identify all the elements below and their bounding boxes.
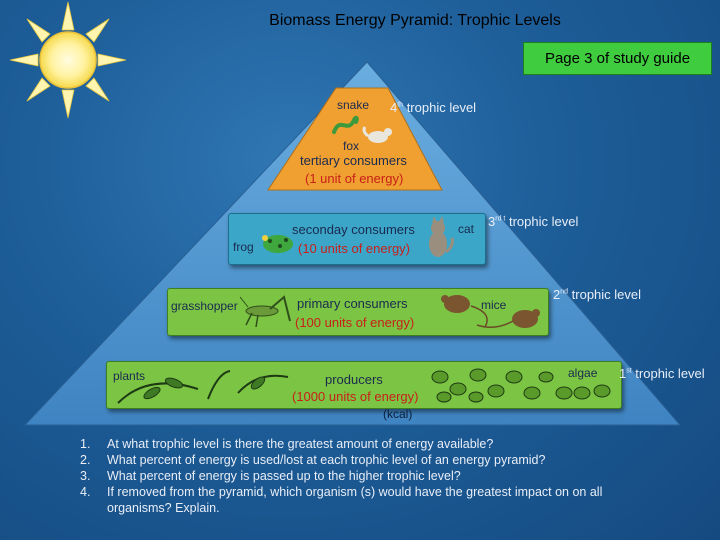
level1-energy-label: (1000 units of energy)	[292, 389, 419, 404]
question-item: 2.What percent of energy is used/lost at…	[80, 453, 546, 467]
question-item: 3.What percent of energy is passed up to…	[80, 469, 461, 483]
sun-icon	[9, 1, 127, 119]
level3-consumer-label: seconday consumers	[292, 222, 415, 237]
level2-box	[167, 288, 549, 336]
cat-label: cat	[458, 222, 475, 236]
question-item: 1.At what trophic level is there the gre…	[80, 437, 494, 451]
level2-energy-label: (100 units of energy)	[295, 315, 415, 330]
algae-icon	[431, 368, 611, 403]
question-list: 1.At what trophic level is there the gre…	[80, 436, 680, 516]
plant-icon	[117, 370, 289, 404]
algae-label: algae	[568, 366, 598, 380]
question-item: 4.If removed from the pyramid, which org…	[80, 485, 603, 515]
level4-box	[267, 87, 443, 191]
level2-consumer-label: primary consumers	[297, 296, 408, 311]
level3-energy-label: (10 units of energy)	[298, 241, 411, 256]
page-title: Biomass Energy Pyramid: Trophic Levels	[269, 12, 561, 29]
snake-icon	[332, 115, 359, 134]
fox-label: fox	[343, 139, 360, 153]
level3-trophic-label: 3rd t trophic level	[488, 214, 579, 229]
grasshopper-label: grasshopper	[171, 299, 238, 313]
level4-trophic-label: 4th trophic level	[390, 100, 477, 115]
frog-label: frog	[233, 240, 254, 254]
mice-label: mice	[481, 298, 507, 312]
mouse-icon	[441, 295, 540, 328]
grasshopper-icon	[240, 295, 291, 328]
unit-label: (kcal)	[383, 407, 413, 421]
level1-box	[106, 361, 622, 409]
study-guide-label: Page 3 of study guide	[523, 42, 712, 75]
cat-icon	[429, 216, 454, 257]
level2-trophic-label: 2nd trophic level	[553, 287, 642, 302]
plants-label: plants	[113, 369, 146, 383]
frog-icon	[262, 235, 293, 253]
level4-energy-label: (1 unit of energy)	[305, 171, 404, 186]
level4-consumer-label: tertiary consumers	[300, 153, 407, 168]
level1-trophic-label: 1st trophic level	[619, 366, 705, 381]
fox-icon	[362, 126, 392, 143]
level1-consumer-label: producers	[325, 372, 383, 387]
snake-label: snake	[337, 98, 370, 112]
